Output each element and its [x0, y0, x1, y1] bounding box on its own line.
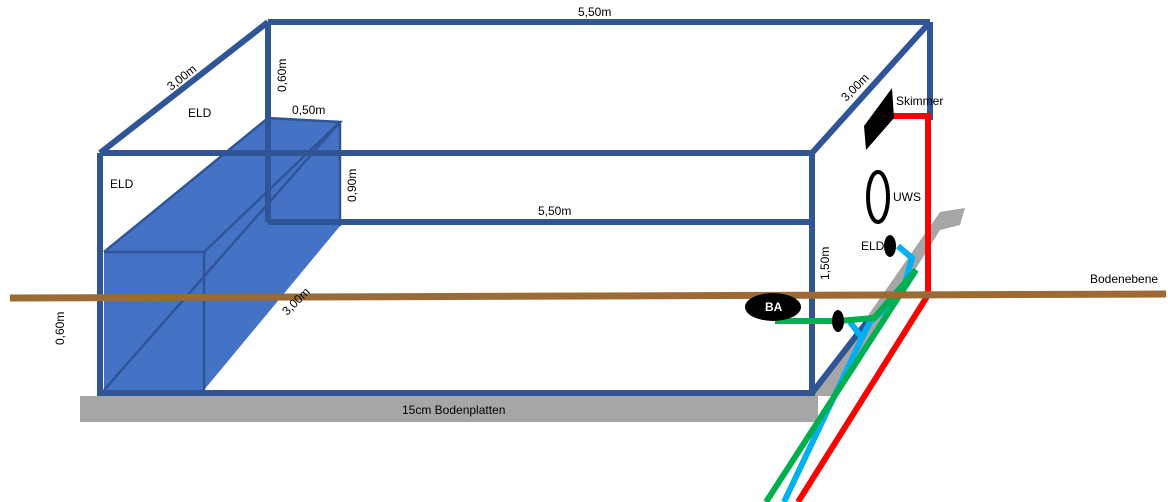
width-top-label: 5,50m [578, 5, 611, 19]
slab-label: 15cm Bodenplatten [402, 403, 505, 417]
basin-width-label: 0,50m [292, 103, 325, 117]
pond-frame [97, 19, 933, 396]
skimmer-box [864, 88, 894, 150]
frame-right-top-diagonal [809, 19, 933, 156]
green-pipe-connector [832, 310, 844, 332]
bottom-slab [80, 396, 818, 422]
ba-label: BA [765, 300, 783, 314]
basin-front [104, 252, 204, 390]
depth-right-label: 3,00m [838, 71, 871, 104]
uws-label: UWS [893, 190, 921, 204]
uws-unit [866, 170, 890, 224]
eld-top-label: ELD [188, 106, 212, 120]
basin [103, 116, 343, 391]
frame-left-top-diagonal [98, 19, 270, 156]
eld-left-label: ELD [110, 177, 134, 191]
basin-side [204, 122, 340, 390]
ground-level-label: Bodenebene [1090, 272, 1158, 286]
eld-right-unit [884, 235, 896, 257]
ba-drain [745, 293, 801, 321]
ground-level-line [9, 290, 1167, 302]
red-pipe [795, 113, 931, 502]
height-left-label: 0,60m [53, 312, 67, 345]
skimmer-label: Skimmer [896, 94, 943, 108]
eld-right-label: ELD [861, 239, 885, 253]
green-pipe [763, 268, 919, 502]
height-back-label: 0,60m [275, 59, 289, 92]
blue-pipe-branch [847, 320, 865, 340]
frame-bottom-right-diagonal [809, 316, 873, 395]
pipes [763, 113, 931, 502]
height-front-right-label: 1,50m [818, 247, 832, 280]
basin-edge-3 [103, 121, 341, 391]
basin-height-label: 0,90m [345, 169, 359, 202]
width-middle-label: 5,50m [538, 204, 571, 218]
